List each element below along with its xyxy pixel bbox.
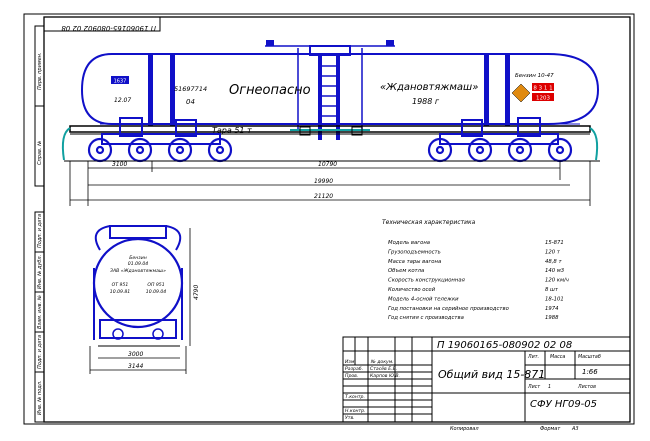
outer-frame — [23, 13, 635, 425]
end-width-dim1: 3000 — [128, 351, 143, 358]
strip-label-3: Подп. и дата — [37, 214, 43, 248]
tb-format-value: А3 — [571, 426, 579, 432]
bogie-left — [101, 117, 221, 145]
left-num: 04 — [186, 98, 195, 106]
tb-row-0: Изм. — [345, 359, 356, 365]
wheels — [87, 137, 573, 163]
spec-label: Грузоподъемность — [388, 249, 441, 255]
end-line-2: 01.09.04 — [128, 261, 149, 267]
tb-row-2b: Карпов Ю.В. — [370, 373, 400, 379]
spec-value: 140 м3 — [545, 268, 565, 274]
tb-row-3: Т.контр. — [345, 394, 365, 400]
title-block — [342, 336, 631, 423]
tb-row-4: Н.контр. — [345, 408, 366, 414]
dim-21120: 21120 — [314, 193, 333, 200]
tb-doc-number: П 19060165-080902 02 08 — [437, 340, 572, 351]
tb-row-0b: № докум. — [370, 359, 394, 365]
end-line-1: Бензин — [129, 255, 146, 261]
tb-row-2: Пров. — [345, 373, 358, 379]
spec-label: Модель вагона — [388, 240, 430, 246]
tb-scale: 1:66 — [582, 368, 598, 376]
left-code: 51697714 — [174, 85, 207, 93]
dim-10790: 10790 — [318, 161, 337, 168]
tb-name: Общий вид 15-871 — [438, 368, 545, 381]
inverted-title: П 19060165-080902 02 08 — [61, 24, 156, 32]
tb-sheets: Листов — [577, 384, 596, 390]
dimension-lines — [69, 161, 591, 206]
tb-col-lit: Лит. — [527, 354, 539, 360]
end-line-3: ЗАВ «Ждановтяжмаш» — [110, 268, 166, 274]
right-tag: Бензин 10-47 — [515, 73, 554, 79]
end-width-dim2: 3144 — [128, 363, 143, 370]
spec-label: Объем котла — [388, 268, 424, 274]
end-line-4: ОТ 951 — [112, 282, 129, 288]
bogie-right — [439, 117, 559, 145]
spec-label: Количество осей — [388, 287, 436, 293]
end-view: Бензин 01.09.04 ЗАВ «Ждановтяжмаш» ОТ 95… — [89, 225, 200, 374]
dim-3100: 3100 — [112, 161, 127, 168]
spec-value: 1988 — [545, 315, 559, 321]
strip-label-7: Инв. № подл. — [37, 381, 43, 416]
center-label: Огнеопасно — [229, 83, 311, 98]
hazard-diamond — [511, 83, 531, 103]
spec-value: 18-101 — [545, 296, 564, 302]
specs-title: Техническая характеристика — [382, 219, 476, 226]
end-height-dim: 4790 — [193, 285, 200, 300]
spec-value: 15-871 — [545, 240, 564, 246]
inverted-title-box — [43, 16, 161, 32]
tb-copied: Копировал — [450, 426, 479, 432]
end-line-5: ОП 951 — [147, 282, 164, 288]
spec-label: Год снятия с производства — [388, 315, 464, 321]
spec-label: Год постановки на серийное производство — [388, 306, 509, 312]
tb-sheet-num: 1 — [548, 384, 551, 390]
tb-org: СФУ НГ09-05 — [530, 399, 597, 410]
tb-col-scale: Масштаб — [578, 354, 601, 360]
spec-value: 48,8 т — [545, 259, 562, 265]
tb-row-1: Разраб. — [345, 366, 363, 372]
left-small: 12.07 — [114, 97, 131, 104]
end-line-7: 10.09.04 — [146, 289, 167, 295]
right-year: 1988 г — [412, 97, 440, 106]
left-strip — [34, 25, 45, 423]
tb-row-5: Утв. — [345, 415, 355, 421]
tb-row-1b: Стасёв Е.Б. — [370, 366, 397, 372]
spec-label: Модель 4-осной тележки — [388, 296, 459, 302]
right-label: «Ждановтяжмаш» — [380, 82, 478, 93]
strip-label-2: Справ. № — [37, 141, 43, 165]
tb-sheet: Лист — [527, 384, 540, 390]
spec-value: 120 км/ч — [545, 278, 569, 284]
badge-text: 1637 — [114, 79, 127, 85]
strip-label-1: Перв. примен. — [37, 52, 43, 90]
dim-19990: 19990 — [314, 178, 333, 185]
right-num-bottom: 1203 — [536, 96, 550, 102]
spec-label: Масса тары вагона — [388, 259, 441, 265]
spec-value: 1974 — [545, 306, 558, 312]
tare-label: Тара 51 т — [212, 126, 252, 135]
strip-label-5: Взам. инв. № — [37, 295, 43, 329]
end-line-6: 10.09.81 — [110, 289, 131, 295]
badge — [111, 76, 129, 84]
spec-label: Скорость конструкционная — [388, 278, 466, 284]
tb-col-mass: Масса — [550, 354, 565, 360]
side-view: 1637 12.07 51697714 04 Огнеопасно «Ждано… — [61, 40, 600, 206]
spec-value: 8 шт — [545, 287, 559, 293]
strip-label-6: Подп. и дата — [37, 335, 43, 369]
end-tank — [92, 237, 184, 329]
right-num-top: 8 3 1 1 — [533, 86, 552, 92]
specs-block: Техническая характеристика Модель вагона… — [382, 219, 569, 321]
strip-label-4: Инв. № дубл. — [37, 255, 43, 289]
spec-value: 120 т — [545, 249, 561, 255]
tb-format: Формат — [540, 426, 561, 432]
